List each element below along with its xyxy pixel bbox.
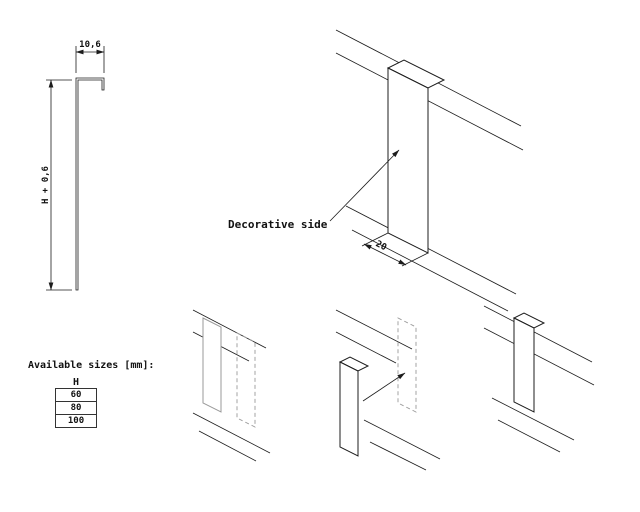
panel-front-face [513,317,535,413]
width-dimension-label: 10,6 [79,40,101,50]
panel-front-face [339,361,359,457]
panel-front-face [202,317,222,413]
sizes-table: H 60 80 100 [55,376,97,428]
dimension-line [363,243,407,266]
movement-arrow [362,372,406,402]
board-edge-line [345,205,517,295]
leader-arrow [329,149,400,222]
board-edge-line [335,52,524,151]
board-edge-line [335,331,397,364]
board-edge-line [483,305,593,363]
panel-front-face [387,67,429,254]
install-step-3 [483,305,595,453]
depth-dimension-label: 20 [374,239,388,253]
cross-section-drawing: 10,6 H + 0,6 [41,40,105,291]
size-option-60: 60 [55,388,97,402]
board-edge-line [335,309,413,350]
board-edge-line [491,397,575,441]
size-option-100: 100 [55,414,97,428]
profile-outline [75,77,105,291]
available-sizes-block: Available sizes [mm]: H 60 80 100 [28,360,154,428]
available-sizes-heading: Available sizes [mm]: [28,360,155,371]
board-edge-line [192,412,271,454]
iso-main-view: 20 Decorative side [228,29,524,312]
sizes-table-header: H [72,377,80,388]
board-edge-line [363,419,441,460]
extension-line [401,252,429,267]
install-step-1 [192,309,271,462]
board-edge-line [369,441,427,471]
board-edge-line [198,430,257,462]
panel-hidden-position [397,317,417,413]
install-step-2 [335,309,441,471]
board-edge-line [351,229,509,312]
height-dimension-label: H + 0,6 [41,166,51,204]
board-edge-line [483,327,595,386]
size-option-80: 80 [55,401,97,415]
board-edge-line [497,419,561,453]
decorative-side-label: Decorative side [228,218,328,231]
panel-hidden-position [236,332,256,428]
board-edge-line [192,309,267,349]
